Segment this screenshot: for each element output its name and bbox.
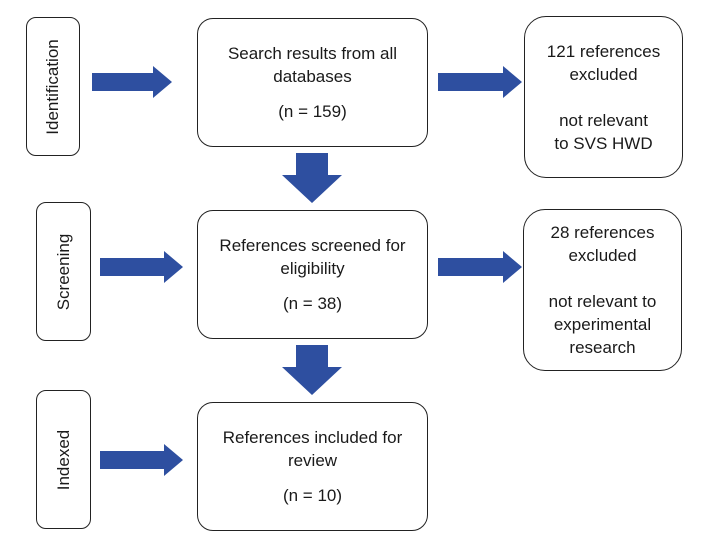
box-line: databases bbox=[273, 67, 352, 86]
stage-label: Screening bbox=[53, 233, 73, 310]
box-excluded-1: 121 references excluded not relevant to … bbox=[524, 16, 683, 178]
box-line: References screened for bbox=[219, 236, 406, 255]
box-excluded-2: 28 references excluded not relevant to e… bbox=[523, 209, 682, 371]
stage-label: Indexed bbox=[53, 429, 73, 490]
box-count: (n = 10) bbox=[282, 486, 343, 505]
down-arrow-2 bbox=[282, 345, 342, 395]
box-reason: not relevant bbox=[559, 110, 648, 130]
down-arrow-1 bbox=[282, 153, 342, 203]
right-arrow-identification bbox=[92, 66, 172, 98]
box-reason: not relevant to bbox=[548, 292, 657, 311]
box-reason: research bbox=[569, 338, 636, 357]
box-line: review bbox=[287, 451, 338, 470]
box-line: excluded bbox=[569, 64, 638, 84]
stage-label: Identification bbox=[43, 38, 62, 135]
box-search-results: Search results from all databases (n = 1… bbox=[197, 18, 428, 147]
box-reason: to SVS HWD bbox=[554, 133, 653, 153]
stage-identification: Identification bbox=[26, 17, 80, 156]
right-arrow-screening bbox=[100, 251, 183, 283]
box-reason: experimental bbox=[553, 315, 652, 334]
right-arrow-indexed bbox=[100, 444, 183, 476]
box-included: References included for review (n = 10) bbox=[197, 402, 428, 531]
right-arrow-exclusion-1 bbox=[438, 66, 522, 98]
box-line: eligibility bbox=[280, 259, 345, 278]
stage-screening: Screening bbox=[36, 202, 91, 341]
box-count: (n = 159) bbox=[278, 102, 347, 121]
box-line: References included for bbox=[222, 428, 403, 447]
box-line: Search results from all bbox=[227, 44, 398, 63]
right-arrow-exclusion-2 bbox=[438, 251, 522, 283]
box-line: 121 references bbox=[546, 41, 661, 61]
box-line: excluded bbox=[568, 246, 637, 265]
box-screened: References screened for eligibility (n =… bbox=[197, 210, 428, 339]
stage-indexed: Indexed bbox=[36, 390, 91, 529]
box-count: (n = 38) bbox=[282, 294, 343, 313]
box-line: 28 references bbox=[550, 223, 655, 242]
